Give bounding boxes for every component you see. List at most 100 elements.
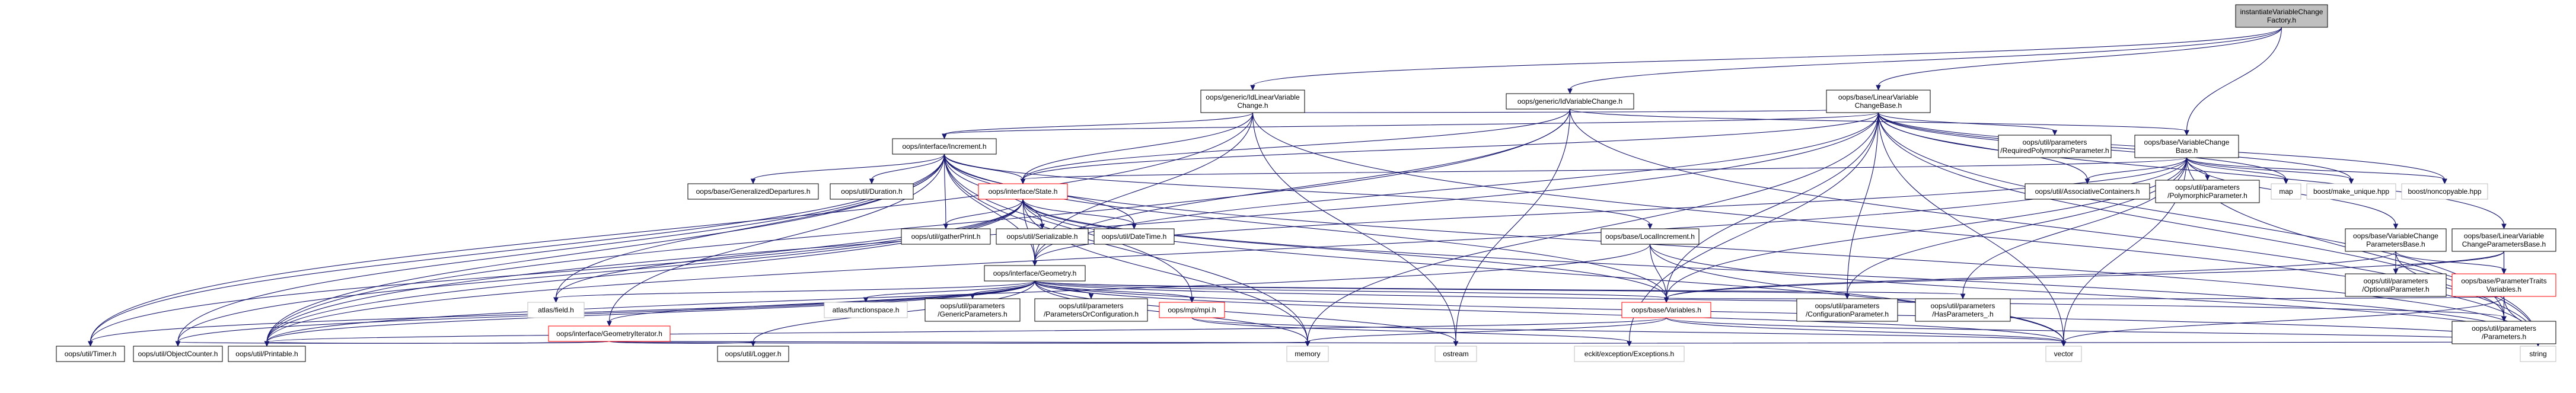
edge-linearVCBase-to-state <box>1022 112 1879 180</box>
node-label-genParams-0: oops/util/parameters <box>941 302 1005 310</box>
edge-variables-to-printable <box>266 317 1667 343</box>
node-localInc[interactable]: oops/base/LocalIncrement.h <box>1601 228 1700 245</box>
node-noncopyable: boost/noncopyable.hpp <box>2401 183 2488 200</box>
edge-vcBase-to-geometry <box>1034 157 2188 262</box>
edge-vcParamsBase-to-variables <box>1666 251 2396 299</box>
node-label-noncopyable-0: boost/noncopyable.hpp <box>2408 187 2481 196</box>
node-paramsOrConfig[interactable]: oops/util/parameters/ParametersOrConfigu… <box>1034 298 1148 322</box>
node-box-genDep <box>687 183 819 200</box>
node-state[interactable]: oops/interface/State.h <box>978 183 1068 200</box>
edge-vcBase-to-variables <box>1666 157 2188 299</box>
node-label-configParam-0: oops/util/parameters <box>1815 302 1880 310</box>
edge-state-to-timer <box>90 199 1024 343</box>
node-box-idLinearVC <box>1200 90 1305 113</box>
node-polyParam[interactable]: oops/util/parameters/PolymorphicParamete… <box>2155 180 2260 203</box>
node-box-genParams <box>924 298 1021 322</box>
node-box-hasParams <box>1915 298 2011 322</box>
node-box-localInc <box>1601 228 1700 245</box>
edge-increment-to-geometry <box>943 154 1035 262</box>
node-genParams[interactable]: oops/util/parameters/GenericParameters.h <box>924 298 1021 322</box>
edge-linearVCBase-to-reqPoly <box>1877 112 2055 132</box>
node-parameters[interactable]: oops/util/parameters/Parameters.h <box>2451 321 2556 344</box>
node-variables[interactable]: oops/base/Variables.h <box>1621 302 1711 318</box>
edge-state-to-vector <box>1022 199 2064 343</box>
node-label-localInc-0: oops/base/LocalIncrement.h <box>1605 232 1695 241</box>
node-memory: memory <box>1286 346 1329 362</box>
node-configParam[interactable]: oops/util/parameters/ConfigurationParame… <box>1796 298 1898 322</box>
node-box-geomIter <box>548 325 671 342</box>
edge-arrowhead-state-to-geometry <box>1032 260 1038 266</box>
node-printable[interactable]: oops/util/Printable.h <box>228 346 306 362</box>
edge-geometry-to-atlasFS <box>865 280 1035 299</box>
node-string: string <box>2520 346 2556 362</box>
edge-arrowhead-geomIter-to-memory <box>1305 341 1311 347</box>
node-geometry[interactable]: oops/interface/Geometry.h <box>984 265 1086 282</box>
node-serializable[interactable]: oops/util/Serializable.h <box>996 228 1089 245</box>
node-label-reqPoly-0: oops/util/parameters <box>2023 138 2087 146</box>
node-box-gatherPrint <box>901 228 991 245</box>
edge-arrowhead-vcBase-to-map <box>2283 178 2289 184</box>
edge-arrowhead-state-to-gatherPrint <box>943 223 949 229</box>
node-label-assoc-0: oops/util/AssociativeContainers.h <box>2035 187 2140 196</box>
node-idVC[interactable]: oops/generic/IdVariableChange.h <box>1506 93 1634 110</box>
node-box-makeUnique <box>2306 183 2396 200</box>
node-label-paramTraits-1: Variables.h <box>2486 285 2521 293</box>
node-gatherPrint[interactable]: oops/util/gatherPrint.h <box>901 228 991 245</box>
edge-increment-to-memory <box>943 154 1308 343</box>
node-duration[interactable]: oops/util/Duration.h <box>830 183 914 200</box>
edge-geometry-to-atlasField <box>555 280 1035 299</box>
node-label-memory-0: memory <box>1295 350 1320 358</box>
node-label-paramsOrConfig-0: oops/util/parameters <box>1059 302 1124 310</box>
edge-arrowhead-linearVCBase-to-reqPoly <box>2052 130 2058 136</box>
node-box-polyParam <box>2155 180 2260 203</box>
node-box-atlasFS <box>824 302 908 318</box>
edge-arrowhead-linVCParamsBase-to-optParam <box>2393 269 2399 274</box>
edge-geometry-to-variables <box>1034 280 1667 299</box>
edge-linearVCBase-to-string <box>1877 112 2539 343</box>
node-label-mpi-0: oops/mpi/mpi.h <box>1168 306 1216 314</box>
edge-arrowhead-paramTraits-to-variables <box>1663 297 1669 303</box>
node-optParam[interactable]: oops/util/parameters/OptionalParameter.h <box>2345 273 2447 297</box>
edge-idVC-to-printable <box>266 108 1571 343</box>
edge-geomIter-to-printable <box>266 341 610 344</box>
edge-geometry-to-parameters <box>1034 280 2505 318</box>
edge-vcBase-to-map <box>2186 157 2287 180</box>
node-box-dateTime <box>1093 228 1175 245</box>
node-box-timer <box>56 346 125 362</box>
edge-state-to-printable <box>266 199 1024 343</box>
edge-linVCParamsBase-to-variables <box>1666 251 2505 299</box>
edge-geometry-to-vector <box>1034 280 2064 343</box>
node-logger[interactable]: oops/util/Logger.h <box>717 346 789 362</box>
node-dateTime[interactable]: oops/util/DateTime.h <box>1093 228 1175 245</box>
node-reqPoly[interactable]: oops/util/parameters/RequiredPolymorphic… <box>1998 135 2112 158</box>
node-assoc[interactable]: oops/util/AssociativeContainers.h <box>2025 183 2150 200</box>
node-linVCParamsBase[interactable]: oops/base/LinearVariableChangeParameters… <box>2451 228 2556 252</box>
node-genDep[interactable]: oops/base/GeneralizedDepartures.h <box>687 183 819 200</box>
edge-vcParamsBase-to-paramTraits <box>2395 251 2505 270</box>
node-box-paramsOrConfig <box>1034 298 1148 322</box>
edge-increment-to-state <box>943 154 1024 180</box>
node-hasParams[interactable]: oops/util/parameters/HasParameters_.h <box>1915 298 2011 322</box>
node-objCounter[interactable]: oops/util/ObjectCounter.h <box>133 346 223 362</box>
node-timer[interactable]: oops/util/Timer.h <box>56 346 125 362</box>
edge-linearVCBase-to-linVCParamsBase <box>1877 112 2505 225</box>
node-label-increment-0: oops/interface/Increment.h <box>902 142 986 151</box>
edge-increment-to-localInc <box>943 154 1651 225</box>
edge-vcParamsBase-to-parameters <box>2395 251 2505 318</box>
node-label-polyParam-0: oops/util/parameters <box>2175 183 2240 191</box>
node-increment[interactable]: oops/interface/Increment.h <box>892 138 997 155</box>
node-geomIter[interactable]: oops/interface/GeometryIterator.h <box>548 325 671 342</box>
edge-arrowhead-geomIter-to-printable <box>264 341 270 347</box>
node-label-genParams-1: /GenericParameters.h <box>938 310 1007 318</box>
node-label-vcBase-1: Base.h <box>2176 146 2198 155</box>
edge-geometry-to-ostream <box>1034 280 1456 343</box>
node-box-idVC <box>1506 93 1634 110</box>
node-mpi[interactable]: oops/mpi/mpi.h <box>1159 302 1225 318</box>
node-label-ostream-0: ostream <box>1443 350 1468 358</box>
